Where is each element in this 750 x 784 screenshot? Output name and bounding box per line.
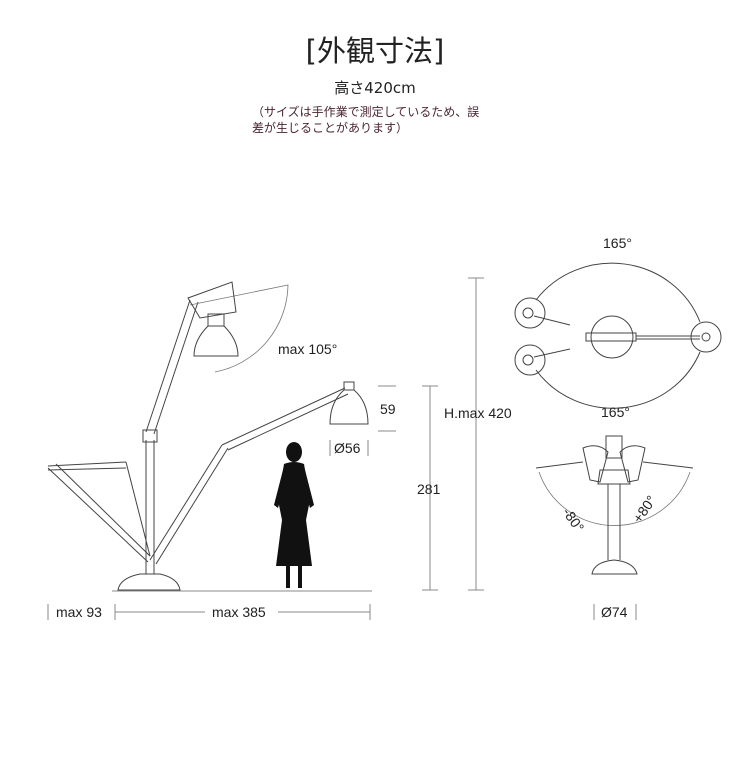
front-view-drawing	[535, 435, 694, 575]
head-angle-label: max 105°	[278, 341, 337, 357]
page-title: [外観寸法]	[305, 34, 445, 68]
reach-back-label: max 93	[56, 604, 102, 620]
reach-front-label: max 385	[212, 604, 266, 620]
height-label: 高さ420cm	[334, 79, 416, 97]
tilt-left-label: -80°	[560, 505, 588, 535]
side-view-lamp-drawing	[47, 281, 372, 592]
shade-diameter-label: Ø56	[334, 440, 361, 456]
top-view-drawing	[514, 262, 722, 409]
rotation-bottom-label: 165°	[601, 404, 630, 420]
tilt-right-label: +80°	[629, 492, 659, 525]
person-silhouette	[274, 442, 314, 588]
dimension-lines	[47, 277, 637, 620]
shade-height-label: 59	[380, 401, 396, 417]
note-line-1: （サイズは手作業で測定しているため、誤	[252, 105, 480, 119]
pivot-height-label: 281	[417, 481, 441, 497]
note-line-2: 差が生じることがあります）	[252, 121, 409, 135]
base-diameter-label: Ø74	[601, 604, 628, 620]
rotation-top-label: 165°	[603, 235, 632, 251]
max-height-label: H.max 420	[444, 405, 512, 421]
